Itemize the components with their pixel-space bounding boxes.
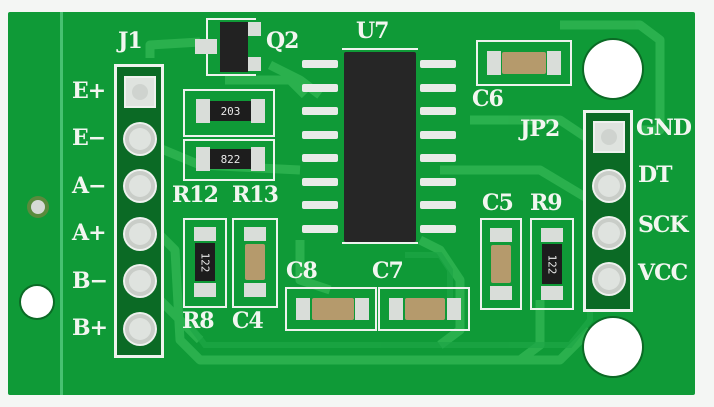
u7-outline <box>342 48 418 244</box>
j1-header <box>114 64 164 358</box>
c6-outline <box>476 40 572 86</box>
j1-pin-1-pad[interactable] <box>124 76 156 108</box>
u7-pin-right <box>420 130 456 139</box>
c8-body <box>312 298 354 320</box>
u7-pin-left <box>302 107 338 115</box>
jp2-pin-label-sck: SCK <box>638 212 689 238</box>
c8-pad-left <box>296 298 310 320</box>
mounting-hole-bottom-right <box>584 318 642 376</box>
label-r9: R9 <box>530 190 563 216</box>
c6-pad-left <box>487 51 501 75</box>
c8-pad-right <box>355 298 369 320</box>
c7-pad-left <box>389 298 403 320</box>
r8-outline <box>183 218 227 308</box>
board-edge-line <box>60 12 63 395</box>
u7-pin-left <box>302 224 338 233</box>
u7-pin-left <box>302 83 338 92</box>
u7-pin-right <box>420 177 456 186</box>
u7-pin-left <box>302 130 338 139</box>
q2-pad-3 <box>247 57 261 71</box>
j1-pin-3-pad[interactable] <box>125 171 155 201</box>
u7-ic-body <box>344 52 416 242</box>
label-c5: C5 <box>482 190 514 216</box>
jp2-pin-3-pad[interactable] <box>594 218 624 248</box>
c4-pad-top <box>244 227 266 241</box>
label-u7: U7 <box>356 18 389 44</box>
r9-pad-top <box>541 228 563 242</box>
c8-outline <box>285 287 377 331</box>
label-q2: Q2 <box>266 28 299 54</box>
c5-body <box>491 245 511 283</box>
j1-pin-4-pad[interactable] <box>125 219 155 249</box>
j1-pin-label-b-minus: B− <box>72 268 108 294</box>
c7-pad-right <box>447 298 461 320</box>
label-r12: R12 <box>172 182 219 208</box>
q2-pad-1 <box>195 39 217 54</box>
jp2-pin-label-gnd: GND <box>636 115 692 141</box>
label-c7: C7 <box>372 258 404 284</box>
label-jp2: JP2 <box>520 116 560 142</box>
c4-outline <box>232 218 278 308</box>
r9-code: 122 <box>545 254 559 274</box>
u7-pin-right <box>420 107 456 115</box>
jp2-pin-2-pad[interactable] <box>594 171 624 201</box>
r12-pad-right <box>251 99 265 123</box>
j1-pin-label-a-plus: A+ <box>72 220 107 246</box>
j1-pin-2-pad[interactable] <box>125 124 155 154</box>
r12-outline <box>183 89 275 137</box>
r12-pad-left <box>196 99 210 123</box>
r9-pad-bottom <box>541 286 563 300</box>
jp2-pin-4-pad[interactable] <box>594 264 624 294</box>
c5-pad-bottom <box>490 286 512 300</box>
r9-outline <box>530 218 574 310</box>
j1-pin-label-a-minus: A− <box>72 173 107 199</box>
u7-pin-left <box>302 154 338 162</box>
r13-pad-left <box>196 147 210 171</box>
j1-pin-label-e-plus: E+ <box>72 78 106 104</box>
r12-body: 203 <box>210 101 251 121</box>
label-r8: R8 <box>182 308 215 334</box>
r8-body: 122 <box>195 243 215 281</box>
c7-outline <box>378 287 470 331</box>
jp2-pin-label-vcc: VCC <box>638 260 688 286</box>
q2-pad-2 <box>247 22 261 36</box>
u7-pin-right <box>420 83 456 92</box>
u7-pin-right <box>420 224 456 233</box>
u7-pin-left <box>302 177 338 186</box>
c6-body <box>502 52 546 74</box>
jp2-pin-1-pad[interactable] <box>593 121 625 153</box>
label-c4: C4 <box>232 308 264 334</box>
u7-pin-right <box>420 154 456 162</box>
c4-pad-bottom <box>244 283 266 297</box>
label-r13: R13 <box>232 182 279 208</box>
c6-pad-right <box>547 51 561 75</box>
c4-body <box>245 244 265 280</box>
jp2-pin-label-dt: DT <box>638 162 672 188</box>
j1-pin-5-pad[interactable] <box>125 266 155 296</box>
label-c8: C8 <box>286 258 318 284</box>
r8-pad-bottom <box>194 283 216 297</box>
c7-body <box>405 298 445 320</box>
u7-pin-left <box>302 60 338 68</box>
r8-pad-top <box>194 227 216 241</box>
u7-pin-right <box>420 201 456 209</box>
q2-body <box>220 22 248 72</box>
j1-pin-label-e-minus: E− <box>72 125 106 151</box>
c5-pad-top <box>490 228 512 242</box>
j1-pin-label-b-plus: B+ <box>72 315 108 341</box>
u7-pin-right <box>420 60 456 68</box>
label-c6: C6 <box>472 86 504 112</box>
mounting-hole-left <box>21 286 53 318</box>
c5-outline <box>480 218 522 310</box>
r13-outline <box>183 139 275 181</box>
r8-code: 122 <box>198 252 212 272</box>
r13-pad-right <box>251 147 265 171</box>
label-j1: J1 <box>118 28 143 54</box>
r13-body: 822 <box>210 149 251 169</box>
u7-pin-left <box>302 201 338 209</box>
via-left <box>31 200 45 214</box>
mounting-hole-top-right <box>584 40 642 98</box>
j1-pin-6-pad[interactable] <box>125 314 155 344</box>
r9-body: 122 <box>542 244 562 284</box>
